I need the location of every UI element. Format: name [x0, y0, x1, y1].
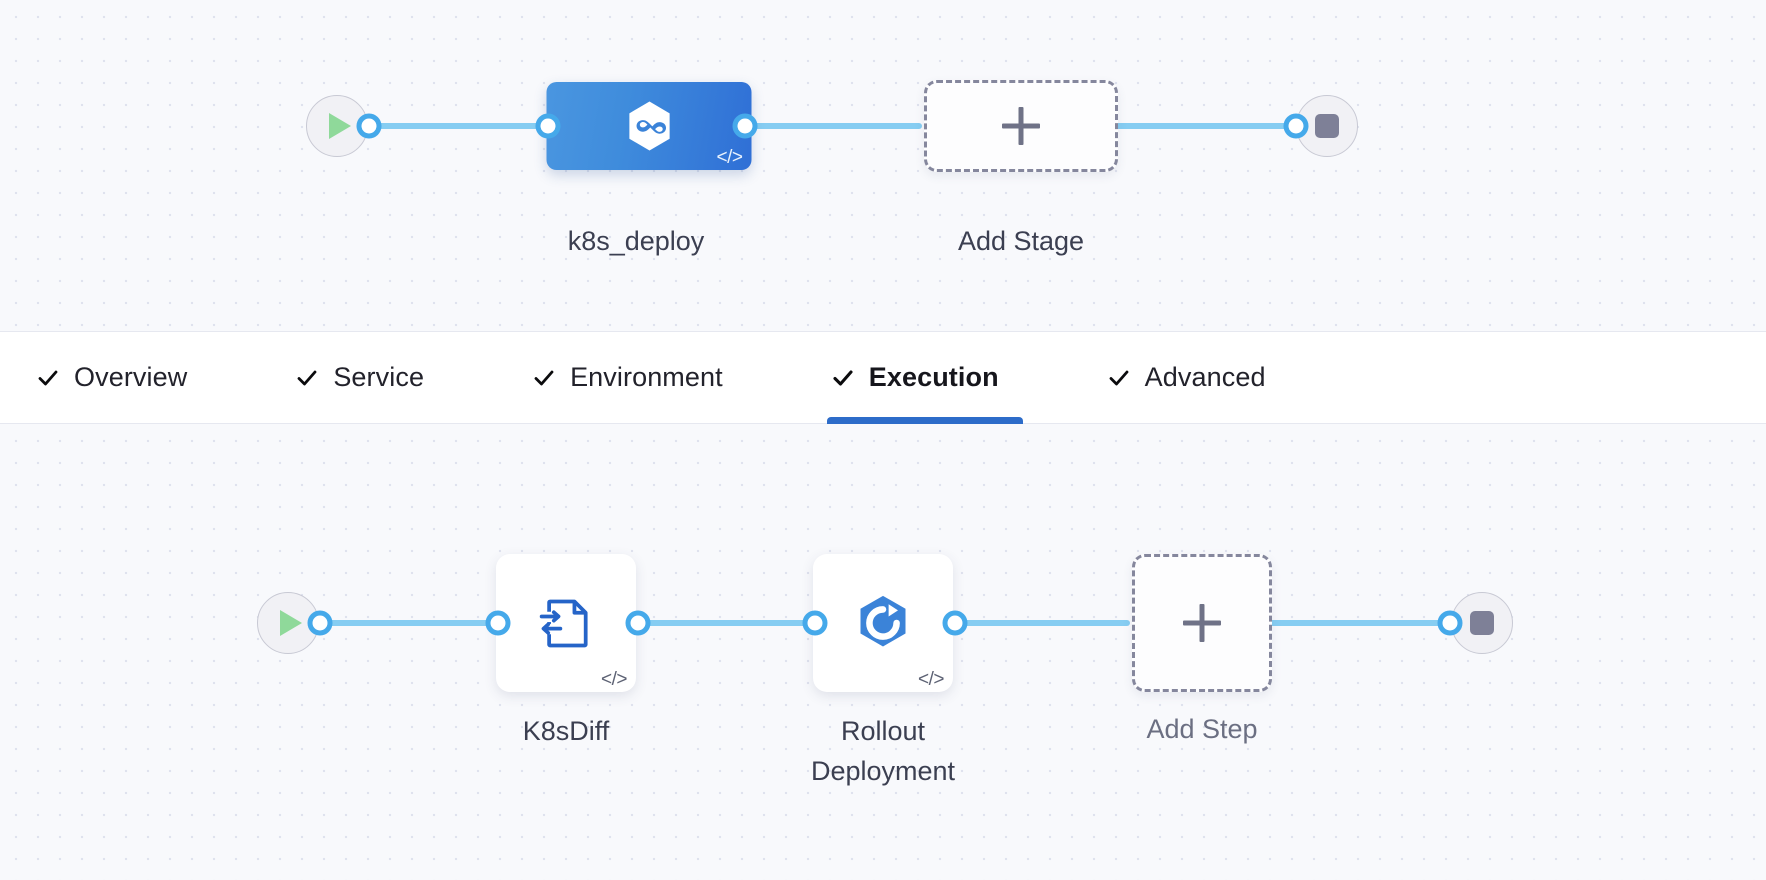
tab-overview[interactable]: Overview — [30, 332, 213, 424]
tab-label: Execution — [868, 362, 999, 392]
stage-k8sdeploy-in-port[interactable] — [535, 113, 561, 139]
tab-execution[interactable]: Execution — [825, 332, 1025, 424]
rollout-deployment-hexagon-icon — [860, 595, 906, 647]
play-icon — [329, 113, 351, 139]
check-icon — [295, 366, 319, 390]
code-view-badge[interactable]: </> — [601, 669, 627, 690]
link-k8sdiff-to-rollout — [635, 620, 820, 626]
add-stage-button[interactable] — [924, 80, 1118, 172]
stage-end-port[interactable] — [1283, 113, 1309, 139]
step-card[interactable]: </> — [496, 554, 636, 692]
k8s-diff-document-icon — [538, 599, 588, 648]
tab-label: Overview — [74, 362, 188, 392]
step-row: </> K8sDiff </> Rollout Deploymen — [0, 424, 1766, 880]
tab-label: Environment — [570, 362, 723, 392]
step-rollout-out-port[interactable] — [942, 610, 968, 636]
stage-card[interactable]: </> — [546, 82, 752, 170]
link-k8sdeploy-to-addstage — [742, 123, 922, 129]
stop-icon — [1315, 114, 1339, 138]
tab-advanced[interactable]: Advanced — [1101, 332, 1292, 424]
plus-icon — [1002, 107, 1040, 145]
code-view-badge[interactable]: </> — [918, 669, 944, 690]
end-circle — [1296, 95, 1358, 157]
link-start-to-k8sdiff — [288, 620, 518, 626]
step-end-port[interactable] — [1437, 610, 1463, 636]
link-addstep-to-end — [1265, 620, 1460, 626]
harness-deploy-hexagon-icon — [628, 101, 670, 151]
start-circle — [306, 95, 368, 157]
step-start-port[interactable] — [307, 610, 333, 636]
stage-label-k8s_deploy: k8s_deploy — [567, 226, 705, 256]
tab-environment[interactable]: Environment — [526, 332, 749, 424]
link-rollout-to-addstep — [950, 620, 1130, 626]
stage-k8sdeploy-out-port[interactable] — [732, 113, 758, 139]
step-node-k8sdiff[interactable]: </> — [496, 554, 636, 692]
step-label-k8sdiff: K8sDiff — [522, 716, 610, 746]
tab-label: Service — [333, 362, 425, 392]
check-icon — [831, 366, 855, 390]
link-start-to-k8sdeploy — [335, 123, 550, 129]
step-k8sdiff-in-port[interactable] — [485, 610, 511, 636]
stop-icon — [1470, 611, 1494, 635]
stage-label-add-stage: Add Stage — [957, 226, 1085, 256]
step-card[interactable]: </> — [813, 554, 953, 692]
stage-config-tabs[interactable]: Overview Service Environment Execution — [0, 332, 1766, 424]
tab-label: Advanced — [1144, 362, 1266, 392]
plus-icon — [1183, 604, 1221, 642]
tab-service[interactable]: Service — [289, 332, 450, 424]
check-icon — [532, 366, 556, 390]
link-addstage-to-end — [1115, 123, 1295, 129]
step-label-add-step: Add Step — [1146, 714, 1258, 744]
add-step-button[interactable] — [1132, 554, 1272, 692]
stage-canvas[interactable]: </> k8s_deploy Add Stage — [0, 0, 1766, 332]
step-node-rollout-deployment[interactable]: </> — [813, 554, 953, 692]
stage-start-port[interactable] — [356, 113, 382, 139]
stage-row: </> k8s_deploy Add Stage — [0, 0, 1766, 331]
stage-start-node[interactable] — [306, 95, 368, 157]
stage-end-node[interactable] — [1296, 95, 1358, 157]
step-node-add-step[interactable] — [1132, 554, 1272, 692]
stage-node-k8s_deploy[interactable]: </> — [546, 82, 752, 170]
step-k8sdiff-out-port[interactable] — [625, 610, 651, 636]
play-icon — [280, 610, 302, 636]
step-rollout-in-port[interactable] — [802, 610, 828, 636]
stage-node-add-stage[interactable] — [924, 80, 1118, 172]
check-icon — [36, 366, 60, 390]
code-view-badge[interactable]: </> — [716, 147, 743, 168]
execution-canvas[interactable]: </> K8sDiff </> Rollout Deploymen — [0, 424, 1766, 880]
step-label-rollout-deployment: Rollout Deployment — [810, 716, 956, 786]
check-icon — [1107, 366, 1131, 390]
tab-active-underline — [826, 416, 1023, 424]
